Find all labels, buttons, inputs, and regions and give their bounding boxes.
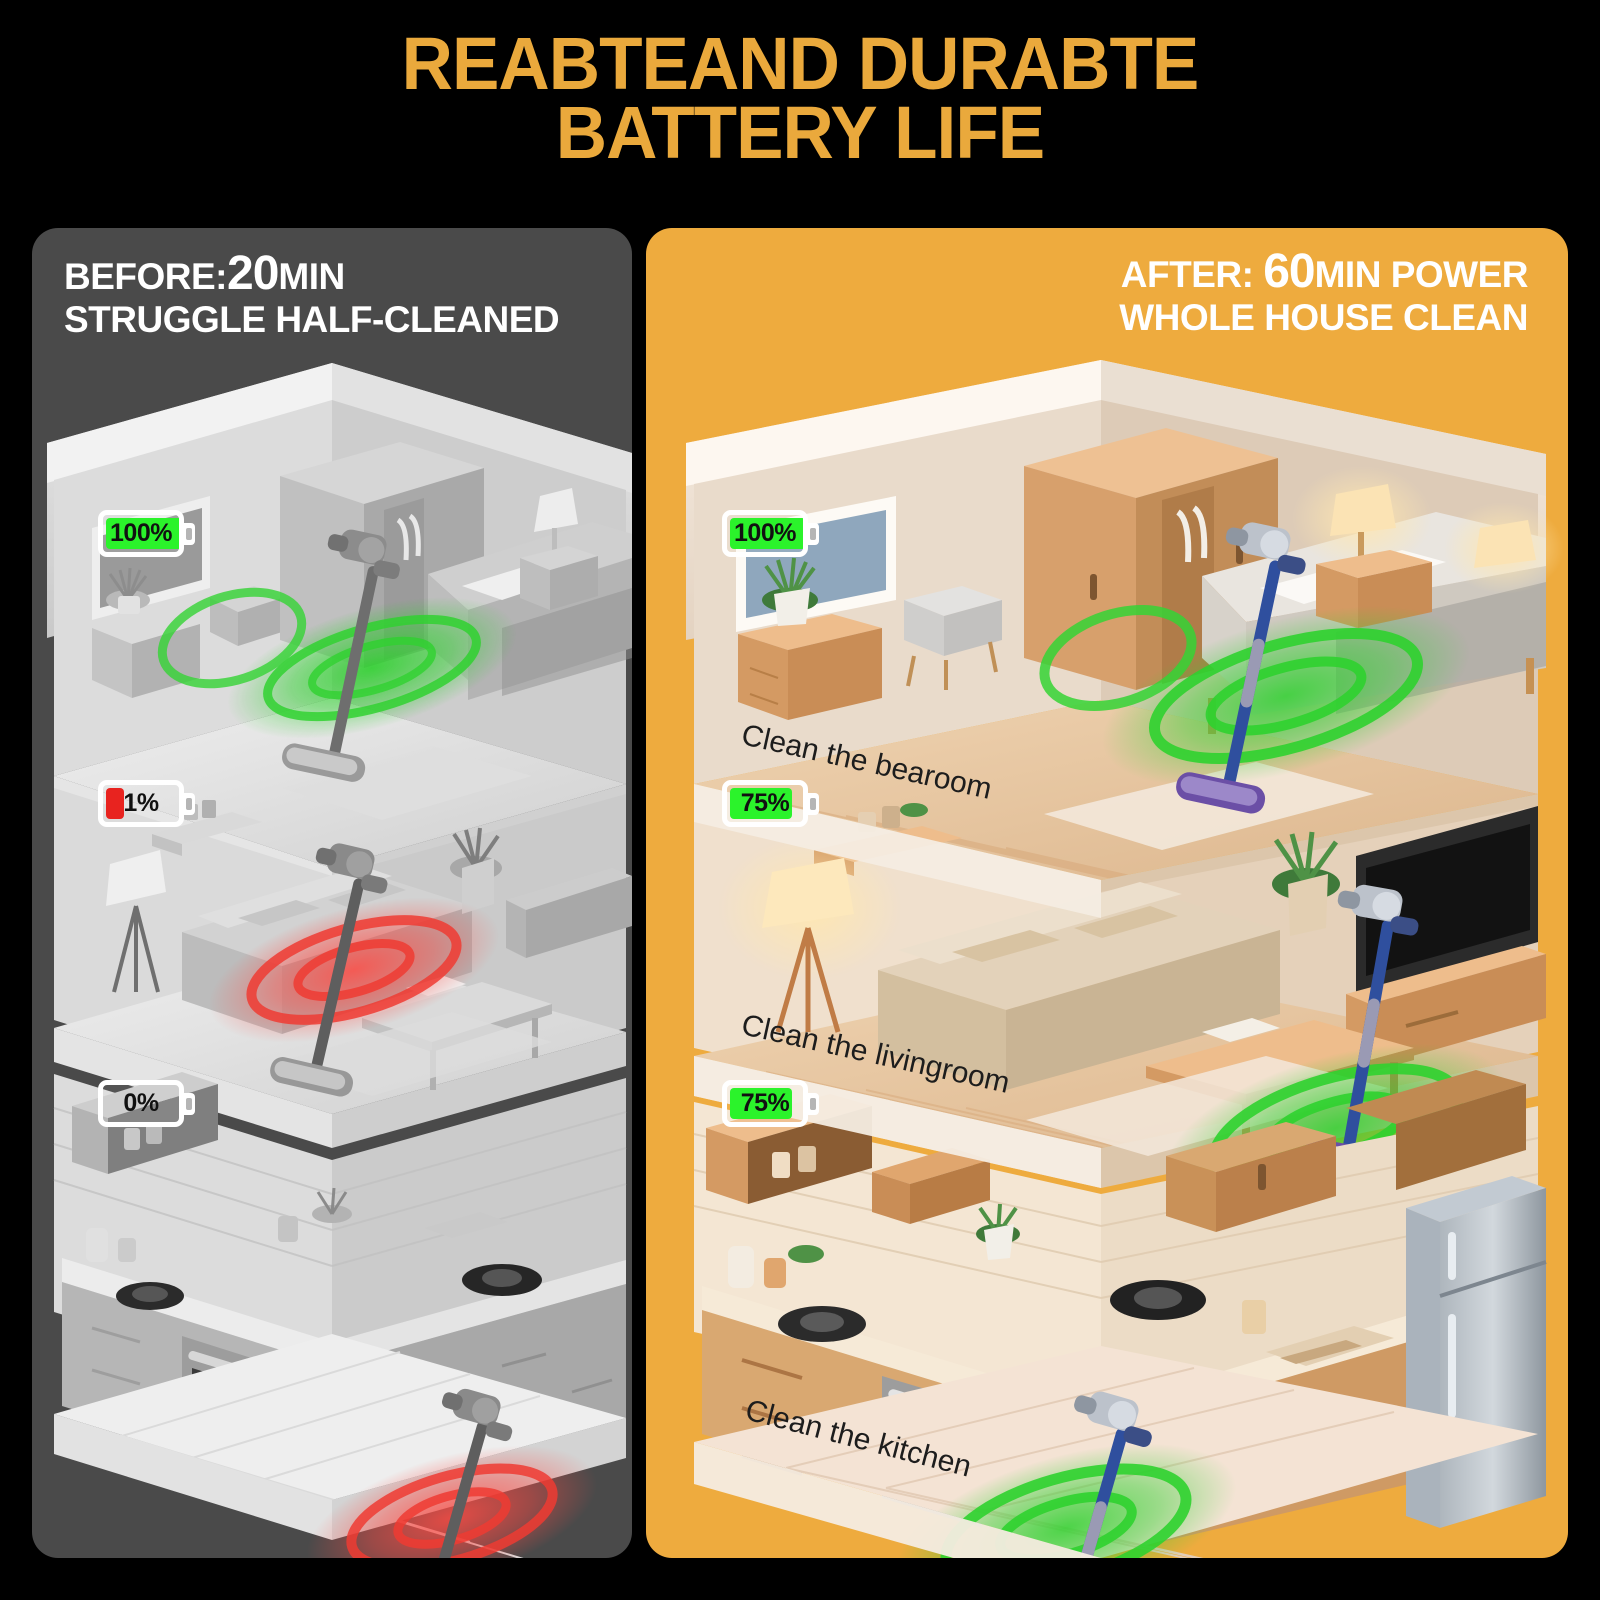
status-badge-battery-kitchen-after: 75% (722, 1080, 819, 1127)
battery-level-label: 100% (110, 519, 172, 547)
battery-terminal-icon (183, 522, 195, 545)
before-caption-line-1: BEFORE:20MIN STRUGGLE HALF-CLEANED (64, 247, 632, 340)
battery-terminal-icon (183, 792, 195, 815)
battery-fill (106, 788, 124, 819)
battery-terminal-icon (183, 1092, 195, 1115)
battery-level-label: 0% (123, 1089, 159, 1117)
after-unit: MIN POWER (1314, 254, 1529, 295)
battery-level-label: 75% (740, 1089, 790, 1117)
cordless-vacuum-bedroom (282, 529, 400, 782)
battery-fill (106, 518, 179, 549)
headline-line-2: BATTERY LIFE (555, 90, 1045, 174)
cordless-vacuum-livingroom (270, 843, 388, 1097)
status-badge-battery-bedroom-before: 100% (98, 510, 195, 557)
after-prefix: AFTER: (1120, 254, 1264, 295)
status-badge-battery-livingroom-before: 1% (98, 780, 195, 827)
battery-level-label: 1% (123, 789, 159, 817)
before-unit: MIN (278, 256, 345, 297)
cordless-vacuum-kitchen (427, 1388, 513, 1558)
battery-body: 100% (722, 510, 808, 557)
battery-fill (730, 518, 803, 549)
room-livingroom-color (694, 800, 1546, 1213)
panel-after: AFTER: 60MIN POWER WHOLE HOUSE CLEAN 100… (646, 228, 1568, 1558)
house-cutaway-svg (47, 363, 632, 1558)
battery-body: 100% (98, 510, 184, 557)
panel-before-caption: BEFORE:20MIN STRUGGLE HALF-CLEANED (32, 228, 632, 340)
isometric-house-gray (32, 228, 632, 1558)
headline-line-1: REABTEAND DURABTE (401, 22, 1200, 105)
cordless-vacuum-bedroom (1176, 522, 1306, 814)
cordless-vacuum-kitchen (1056, 1391, 1152, 1558)
battery-level-label: 75% (740, 789, 790, 817)
before-caption-line-2: STRUGGLE HALF-CLEANED (64, 299, 560, 340)
battery-terminal-icon (807, 792, 819, 815)
before-number: 20 (227, 247, 279, 300)
battery-fill (730, 788, 792, 819)
page-title: REABTEAND DURABTE BATTERY LIFE (32, 27, 1568, 174)
room-livingroom-gray (54, 788, 632, 1148)
battery-terminal-icon (807, 522, 819, 545)
battery-terminal-icon (807, 1092, 819, 1115)
battery-body: 75% (722, 1080, 808, 1127)
after-caption-line-2: WHOLE HOUSE CLEAN (1119, 297, 1528, 338)
status-badge-battery-kitchen-before: 0% (98, 1080, 195, 1127)
battery-body: 0% (98, 1080, 184, 1127)
battery-fill (730, 1088, 792, 1119)
isometric-house-color (646, 228, 1568, 1558)
status-badge-battery-livingroom-after: 75% (722, 780, 819, 827)
before-prefix: BEFORE: (64, 256, 228, 297)
panel-before: BEFORE:20MIN STRUGGLE HALF-CLEANED 100% … (32, 228, 632, 1558)
room-kitchen-color (693, 1070, 1547, 1558)
battery-body: 1% (98, 780, 184, 827)
battery-level-label: 100% (734, 519, 796, 547)
house-cutaway-svg (686, 360, 1564, 1558)
room-kitchen-gray (53, 1072, 627, 1558)
battery-body: 75% (722, 780, 808, 827)
after-caption-line-1: AFTER: 60MIN POWER WHOLE HOUSE CLEAN (646, 245, 1529, 338)
after-number: 60 (1263, 245, 1315, 298)
panel-after-caption: AFTER: 60MIN POWER WHOLE HOUSE CLEAN (646, 228, 1568, 338)
room-bedroom-color (686, 360, 1564, 941)
status-badge-battery-bedroom-after: 100% (722, 510, 819, 557)
